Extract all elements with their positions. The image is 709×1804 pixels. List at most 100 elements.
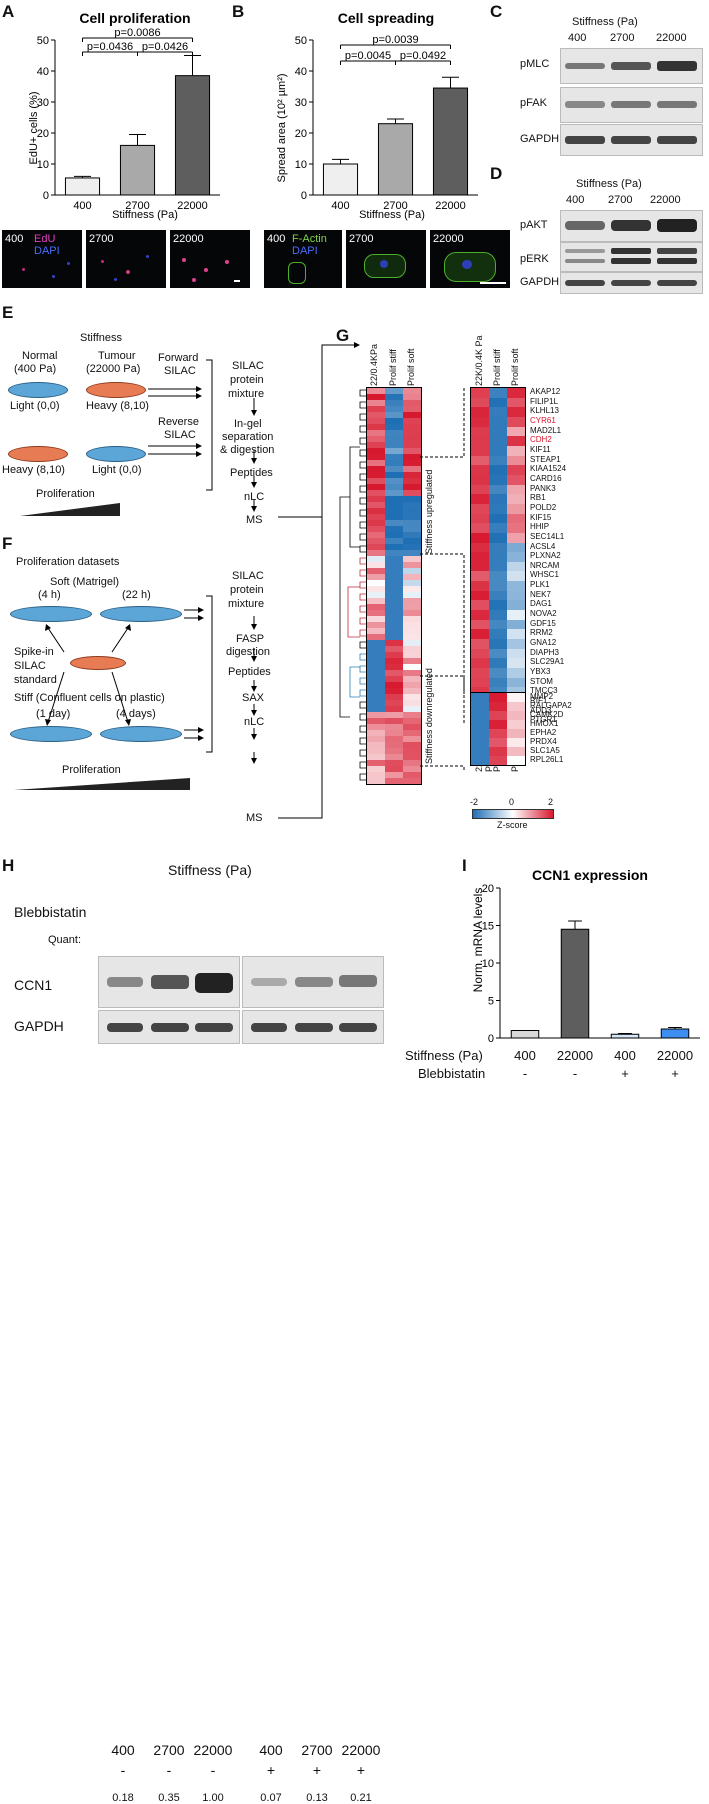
bar — [660, 1028, 690, 1039]
dendro-branch — [359, 509, 366, 517]
blot-c-header: Stiffness (Pa) — [572, 16, 638, 28]
heatmap-cell — [489, 571, 507, 582]
heatmap-cell — [471, 426, 489, 437]
heatmap-cell — [403, 502, 421, 508]
heatmap-cell — [403, 424, 421, 430]
h-row-gapdh: GAPDH — [14, 1018, 64, 1034]
heatmap-cell — [385, 586, 403, 592]
blot-image — [560, 242, 703, 272]
heatmap-cell — [385, 580, 403, 586]
heatmap-cell — [489, 738, 507, 747]
heatmap-cell — [385, 646, 403, 652]
g-zoom-connectors-down — [420, 675, 465, 770]
gene-label: SEC14L1 — [530, 531, 565, 541]
blot-image — [560, 48, 703, 84]
dendro-branch — [359, 653, 366, 661]
e-light2: Light (0,0) — [92, 464, 142, 476]
chart-b-xlabel: Stiffness (Pa) — [359, 209, 425, 221]
heatmap-cell — [489, 426, 507, 437]
scale-bar — [234, 280, 240, 282]
heatmap-cell — [403, 670, 421, 676]
heatmap-cell — [367, 634, 385, 640]
heatmap-cell — [507, 484, 525, 495]
heatmap-cell — [367, 754, 385, 760]
heatmap-cell — [471, 658, 489, 669]
heatmap-cell — [489, 693, 507, 702]
heatmap-cell — [403, 652, 421, 658]
heatmap-cell — [507, 513, 525, 524]
heatmap-cell — [489, 532, 507, 543]
heatmap-cell — [367, 724, 385, 730]
cell-shape — [288, 262, 306, 284]
e-proliferation: Proliferation — [36, 488, 95, 500]
dish-heavy — [86, 382, 146, 398]
heatmap-cell — [471, 571, 489, 582]
heatmap-cell — [367, 658, 385, 664]
blot-d-header: Stiffness (Pa) — [576, 178, 642, 190]
heatmap-cell — [507, 610, 525, 620]
h-col: 2700 — [301, 1742, 333, 1758]
heatmap-cell — [507, 397, 525, 408]
dendro-branch — [359, 449, 366, 457]
heatmap-cell — [367, 520, 385, 526]
heatmap-cell — [385, 730, 403, 736]
heatmap-cell — [489, 619, 507, 630]
dendro-branch — [359, 641, 366, 649]
e-normal-pa: (400 Pa) — [14, 363, 57, 375]
heatmap-cell — [471, 581, 489, 591]
heatmap-cell — [489, 729, 507, 738]
dendro-branch — [359, 725, 366, 733]
dish-stiff — [10, 726, 92, 742]
e-reverse2: SILAC — [164, 429, 196, 441]
heatmap-cell — [471, 720, 489, 729]
heatmap-cell — [489, 561, 507, 572]
heatmap-cell — [385, 712, 403, 718]
dendro-branch — [359, 521, 366, 529]
heatmap-cell — [403, 688, 421, 694]
chart-b: Cell spreading Spread area (10² µm²) Sti… — [276, 10, 478, 221]
gene-label: CARD16 — [530, 473, 562, 483]
dendro-branch — [359, 437, 366, 445]
panel-f-workflow: Proliferation datasets Soft (Matrigel) (… — [0, 552, 330, 842]
chart-i-title: CCN1 expression — [532, 867, 648, 883]
micrograph-label: 22000 — [173, 233, 204, 245]
blot-image — [98, 956, 240, 1008]
heatmap-cell — [489, 494, 507, 504]
heatmap-cell — [471, 552, 489, 562]
heatmap-cell — [471, 639, 489, 649]
gene-label: MAD2L1 — [530, 425, 562, 435]
chart-a-title: Cell proliferation — [79, 10, 190, 26]
heatmap-cell — [489, 397, 507, 408]
chart-a-ylabel: EdU+ cells (%) — [28, 91, 40, 164]
heatmap-cell — [489, 639, 507, 649]
heatmap-cell — [367, 406, 385, 412]
heatmap-cell — [385, 700, 403, 706]
heatmap-cell — [489, 610, 507, 620]
blot-image — [560, 124, 703, 156]
heatmap-cell — [385, 520, 403, 526]
dendro-branch — [359, 389, 366, 397]
cell-dot — [114, 278, 117, 281]
h-bleb: - — [210, 1762, 216, 1778]
heatmap-cell — [489, 747, 507, 756]
heatmap-cell — [507, 445, 525, 456]
blot-d-col: 2700 — [608, 194, 633, 206]
heatmap-cell — [507, 658, 525, 669]
heatmap-cell — [507, 455, 525, 466]
y-tick-label: 10 — [37, 159, 49, 171]
micrograph-edu-400: 400 EdU DAPI — [2, 230, 82, 288]
gene-label: YBX3 — [530, 667, 551, 677]
heatmap-cell — [403, 484, 421, 490]
heatmap-cell — [385, 442, 403, 448]
gene-label: WHSC1 — [530, 570, 559, 580]
heatmap-cell — [385, 670, 403, 676]
y-tick-label: 10 — [295, 159, 307, 171]
e-tumour: Tumour — [98, 350, 136, 362]
heatmap-cell — [367, 436, 385, 442]
dish-spike — [70, 656, 126, 670]
heatmap-cell — [471, 397, 489, 408]
heatmap-cell — [385, 472, 403, 478]
